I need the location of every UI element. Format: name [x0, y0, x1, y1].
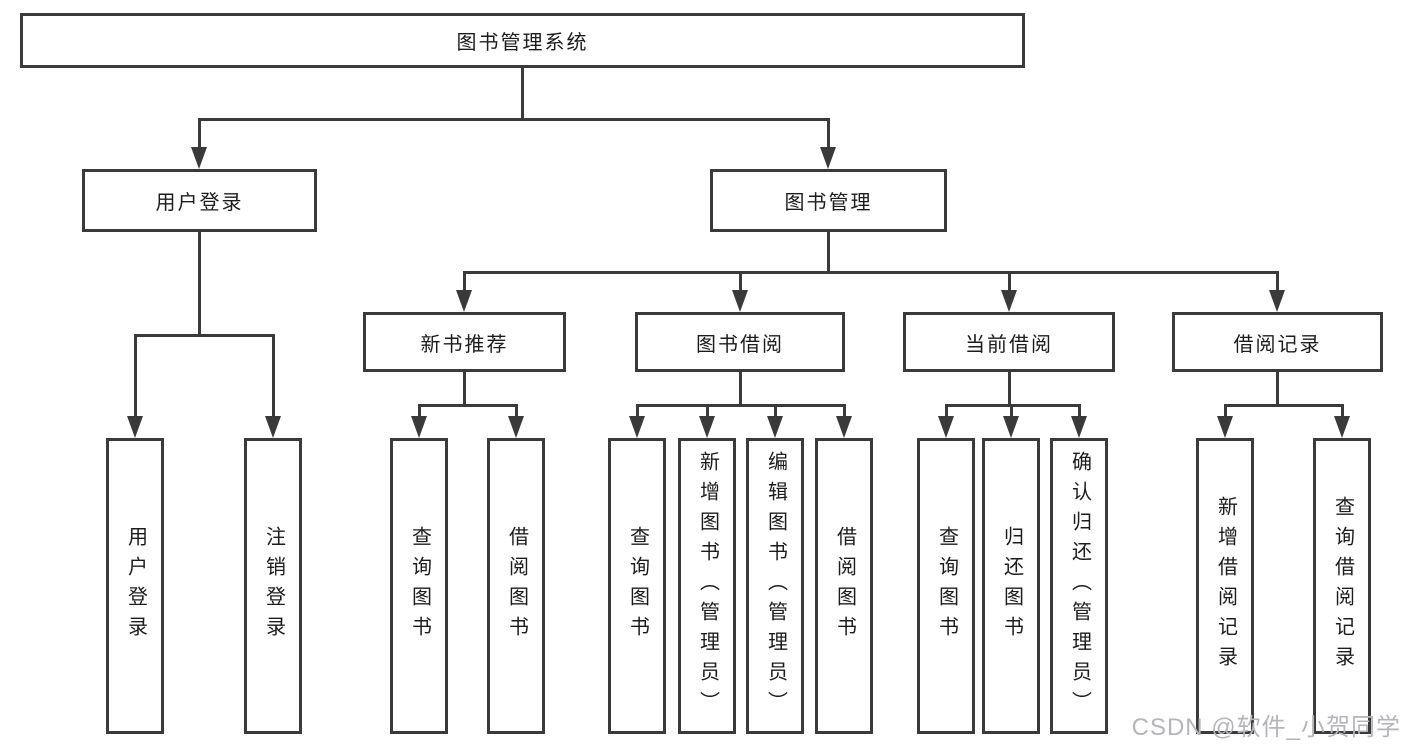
node-user-login: 用户登录	[82, 169, 317, 232]
node-new-book-recommend: 新书推荐	[363, 312, 566, 372]
connector-line	[418, 404, 421, 420]
arrow-down-icon	[191, 147, 207, 169]
connector-line	[774, 404, 777, 420]
arrow-down-icon	[1217, 416, 1233, 438]
leaf-query-books-recommend-label: 查询图书	[408, 526, 431, 646]
connector-line	[1224, 404, 1344, 407]
node-book-management-label: 图书管理	[784, 192, 873, 214]
arrow-down-icon	[1001, 290, 1017, 312]
arrow-down-icon	[411, 416, 427, 438]
connector-line	[198, 118, 830, 121]
connector-line	[515, 404, 518, 420]
leaf-add-books-admin-label: 新增图书（管理员）	[696, 451, 719, 721]
connector-line	[134, 334, 137, 420]
arrow-down-icon	[767, 416, 783, 438]
connector-line	[463, 271, 466, 293]
node-current-borrowing: 当前借阅	[903, 312, 1115, 372]
connector-line	[739, 271, 742, 293]
leaf-query-books-current: 查询图书	[917, 438, 975, 734]
leaf-confirm-return-admin: 确认归还（管理员）	[1050, 438, 1108, 734]
leaf-query-borrow-record: 查询借阅记录	[1313, 438, 1371, 734]
leaf-logout: 注销登录	[244, 438, 302, 734]
leaf-query-books-borrowing: 查询图书	[608, 438, 666, 734]
leaf-add-books-admin: 新增图书（管理员）	[678, 438, 736, 734]
node-book-management: 图书管理	[710, 169, 947, 232]
connector-line	[1276, 372, 1279, 407]
node-library-system: 图书管理系统	[20, 13, 1025, 68]
connector-line	[1224, 404, 1227, 420]
node-borrow-records-label: 借阅记录	[1233, 333, 1322, 356]
connector-line	[198, 118, 201, 148]
connector-line	[945, 404, 948, 420]
leaf-return-books-label: 归还图书	[1000, 526, 1023, 646]
leaf-return-books: 归还图书	[982, 438, 1040, 734]
connector-line	[463, 372, 466, 407]
leaf-user-login: 用户登录	[106, 438, 164, 734]
connector-line	[272, 334, 275, 420]
leaf-borrow-books-recommend-label: 借阅图书	[505, 526, 528, 646]
connector-line	[843, 404, 846, 420]
arrow-down-icon	[732, 290, 748, 312]
node-borrow-records: 借阅记录	[1172, 312, 1383, 372]
connector-line	[463, 271, 1279, 274]
connector-line	[521, 68, 524, 121]
leaf-borrow-books-borrowing-label: 借阅图书	[833, 526, 856, 646]
leaf-query-books-recommend: 查询图书	[390, 438, 448, 734]
node-user-login-label: 用户登录	[155, 192, 244, 214]
connector-line	[827, 232, 830, 274]
leaf-edit-books-admin-label: 编辑图书（管理员）	[764, 451, 787, 721]
watermark-text: CSDN @软件_小贺同学	[1131, 714, 1401, 741]
arrow-down-icon	[820, 147, 836, 169]
arrow-down-icon	[127, 416, 143, 438]
connector-line	[1276, 271, 1279, 293]
connector-line	[827, 118, 830, 148]
connector-line	[706, 404, 709, 420]
connector-line	[1078, 404, 1081, 420]
connector-line	[739, 372, 742, 407]
connector-line	[418, 404, 518, 407]
leaf-logout-label: 注销登录	[262, 526, 285, 646]
node-current-borrowing-label: 当前借阅	[965, 333, 1053, 356]
leaf-query-books-current-label: 查询图书	[935, 526, 958, 646]
arrow-down-icon	[1071, 416, 1087, 438]
connector-line	[945, 404, 1081, 407]
node-book-borrowing-label: 图书借阅	[696, 333, 784, 356]
arrow-down-icon	[265, 416, 281, 438]
connector-line	[1010, 404, 1013, 420]
arrow-down-icon	[456, 290, 472, 312]
node-book-borrowing: 图书借阅	[635, 312, 845, 372]
leaf-edit-books-admin: 编辑图书（管理员）	[746, 438, 804, 734]
arrow-down-icon	[699, 416, 715, 438]
leaf-query-books-borrowing-label: 查询图书	[626, 526, 649, 646]
arrow-down-icon	[508, 416, 524, 438]
node-new-book-recommend-label: 新书推荐	[420, 333, 509, 356]
connector-line	[134, 334, 275, 337]
leaf-confirm-return-admin-label: 确认归还（管理员）	[1068, 451, 1091, 721]
connector-line	[1008, 271, 1011, 293]
connector-line	[636, 404, 639, 420]
leaf-query-borrow-record-label: 查询借阅记录	[1331, 496, 1354, 676]
arrow-down-icon	[938, 416, 954, 438]
leaf-add-borrow-record: 新增借阅记录	[1196, 438, 1254, 734]
leaf-user-login-label: 用户登录	[124, 526, 147, 646]
connector-line	[1341, 404, 1344, 420]
leaf-borrow-books-recommend: 借阅图书	[487, 438, 545, 734]
node-library-system-label: 图书管理系统	[456, 32, 589, 54]
arrow-down-icon	[836, 416, 852, 438]
arrow-down-icon	[629, 416, 645, 438]
leaf-add-borrow-record-label: 新增借阅记录	[1214, 496, 1237, 676]
connector-line	[1008, 372, 1011, 407]
connector-line	[636, 404, 846, 407]
connector-line	[198, 232, 201, 337]
leaf-borrow-books-borrowing: 借阅图书	[815, 438, 873, 734]
arrow-down-icon	[1003, 416, 1019, 438]
arrow-down-icon	[1269, 290, 1285, 312]
arrow-down-icon	[1334, 416, 1350, 438]
